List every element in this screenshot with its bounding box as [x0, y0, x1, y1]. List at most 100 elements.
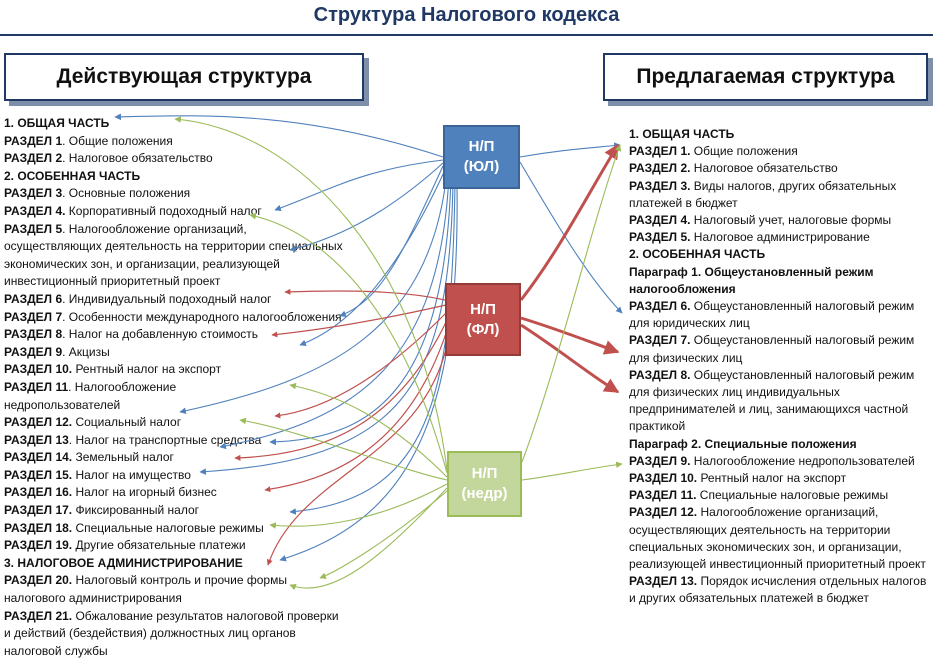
current-structure-line: 3. НАЛОГОВОЕ АДМИНИСТРИРОВАНИЕ: [4, 555, 354, 573]
current-structure-line-text: Корпоративный подоходный налог: [65, 203, 262, 218]
proposed-structure-line-bold: РАЗДЕЛ 6.: [629, 299, 691, 314]
proposed-structure-line: РАЗДЕЛ 3. Виды налогов, других обязатель…: [629, 178, 929, 195]
proposed-structure-line: налогообложения: [629, 281, 929, 298]
current-structure-line: РАЗДЕЛ 8. Налог на добавленную стоимость: [4, 326, 354, 344]
current-structure-line-bold: РАЗДЕЛ 17.: [4, 503, 73, 518]
current-structure-line: РАЗДЕЛ 2. Налоговое обязательство: [4, 150, 354, 168]
proposed-structure-line: РАЗДЕЛ 1. Общие положения: [629, 143, 929, 160]
current-structure-line-bold: 1. ОБЩАЯ ЧАСТЬ: [4, 116, 110, 130]
proposed-structure-line-bold: РАЗДЕЛ 1.: [629, 144, 691, 159]
proposed-structure-line-text: Специальные налоговые режимы: [696, 488, 889, 503]
current-structure-line-bold: РАЗДЕЛ 19.: [4, 538, 73, 553]
node-yl-line2: (ЮЛ): [463, 158, 500, 175]
proposed-structure-line-text: для физических лиц индивидуальных: [629, 385, 840, 400]
yl-connectors: [114, 113, 623, 562]
proposed-structure-line-text: и других обязательных платежей в бюджет: [629, 591, 869, 606]
proposed-structure-line-bold: РАЗДЕЛ 13.: [629, 574, 698, 589]
proposed-structure-line-bold: РАЗДЕЛ 12.: [629, 505, 698, 520]
proposed-structure-line: предпринимателей и лиц, занимающихся час…: [629, 401, 929, 418]
current-structure-line-bold: РАЗДЕЛ 1: [4, 133, 63, 148]
current-structure-line-bold: РАЗДЕЛ 3: [4, 186, 63, 201]
current-structure-line: РАЗДЕЛ 10. Рентный налог на экспорт: [4, 361, 354, 379]
proposed-structure-line: РАЗДЕЛ 6. Общеустановленный налоговый ре…: [629, 298, 929, 315]
proposed-structure-line: для юридических лиц: [629, 315, 929, 332]
current-structure-line-text: . Особенности международного налогооблож…: [62, 309, 342, 324]
proposed-structure-line: для физических лиц: [629, 350, 929, 367]
proposed-structure-line-bold: Параграф 1. Общеустановленный режим: [629, 264, 874, 279]
proposed-structure-line-bold: РАЗДЕЛ 5.: [629, 230, 691, 245]
current-structure-line-bold: РАЗДЕЛ 21.: [4, 608, 73, 623]
node-ndr-line2: (недр): [461, 485, 508, 502]
current-structure-line-bold: РАЗДЕЛ 2: [4, 151, 63, 166]
proposed-structure-line-text: практикой: [629, 419, 686, 434]
current-structure-line-bold: РАЗДЕЛ 13: [4, 432, 69, 447]
ndr-connectors: [174, 116, 623, 591]
proposed-structure-line: 1. ОБЩАЯ ЧАСТЬ: [629, 126, 929, 143]
current-structure-line: РАЗДЕЛ 20. Налоговый контроль и прочие ф…: [4, 572, 354, 590]
current-structure-line-text: Другие обязательные платежи: [72, 538, 246, 553]
proposed-structure-line-bold: РАЗДЕЛ 2.: [629, 161, 691, 176]
current-structure-line-text: . Налогообложение организаций,: [62, 221, 247, 236]
proposed-structure-line: РАЗДЕЛ 8. Общеустановленный налоговый ре…: [629, 367, 929, 384]
current-structure-line-text: экономических зон, и организации, реализ…: [4, 256, 280, 271]
proposed-structure-line-text: Налоговое обязательство: [690, 161, 838, 176]
current-structure-line: РАЗДЕЛ 13. Налог на транспортные средств…: [4, 432, 354, 450]
proposed-structure-line-text: Общеустановленный налоговый режим: [690, 333, 915, 348]
current-structure-line-text: Налог на имущество: [72, 467, 191, 482]
current-structure-line-text: . Налогообложение: [68, 379, 177, 394]
node-fl-line1: Н/П: [470, 300, 496, 318]
current-structure-line-text: . Общие положения: [62, 133, 173, 148]
proposed-structure-line: РАЗДЕЛ 9. Налогообложение недропользоват…: [629, 453, 929, 470]
current-structure-line: РАЗДЕЛ 6. Индивидуальный подоходный нало…: [4, 291, 354, 309]
current-structure-line: РАЗДЕЛ 16. Налог на игорный бизнес: [4, 484, 354, 502]
proposed-structure-line: РАЗДЕЛ 7. Общеустановленный налоговый ре…: [629, 332, 929, 349]
current-structure-line-bold: РАЗДЕЛ 14.: [4, 450, 73, 465]
proposed-structure-line: осуществляющих деятельность на территори…: [629, 522, 929, 539]
current-structure-line: осуществляющих деятельность на территори…: [4, 238, 354, 256]
current-structure-line: РАЗДЕЛ 15. Налог на имущество: [4, 467, 354, 485]
current-structure-line: недропользователей: [4, 397, 354, 415]
current-structure-line-bold: РАЗДЕЛ 5: [4, 221, 63, 236]
current-structure-line-bold: РАЗДЕЛ 20.: [4, 573, 73, 588]
current-structure-line: РАЗДЕЛ 5. Налогообложение организаций,: [4, 221, 354, 239]
proposed-structure-line-bold: РАЗДЕЛ 9.: [629, 453, 691, 468]
proposed-structure-line-bold: РАЗДЕЛ 7.: [629, 333, 691, 348]
current-structure-line-bold: РАЗДЕЛ 9: [4, 344, 63, 359]
node-np-fl: Н/П (ФЛ): [445, 283, 521, 356]
current-structure-line: РАЗДЕЛ 17. Фиксированный налог: [4, 502, 354, 520]
proposed-structure-line-text: Налогообложение недропользователей: [690, 453, 915, 468]
proposed-structure-line-text: Общеустановленный налоговый режим: [690, 299, 915, 314]
current-structure-line-bold: РАЗДЕЛ 15.: [4, 467, 73, 482]
proposed-structure-line: реализующей инвестиционный приоритетный …: [629, 556, 929, 573]
current-structure-line-text: . Индивидуальный подоходный налог: [62, 291, 272, 306]
current-structure-line: налогового администрирования: [4, 590, 354, 608]
current-structure-line-bold: РАЗДЕЛ 7: [4, 309, 63, 324]
current-structure-line-bold: РАЗДЕЛ 8: [4, 327, 63, 342]
page-title: Структура Налогового кодекса: [313, 4, 620, 26]
current-structure-header: Действующая структура: [4, 53, 364, 101]
proposed-structure-line: Параграф 1. Общеустановленный режим: [629, 264, 929, 281]
node-fl-line2: (ФЛ): [466, 320, 500, 338]
proposed-structure-line-text: для физических лиц: [629, 350, 743, 365]
title-divider: [0, 34, 933, 36]
proposed-structure-line: РАЗДЕЛ 13. Порядок исчисления отдельных …: [629, 573, 929, 590]
current-structure-line: РАЗДЕЛ 21. Обжалование результатов налог…: [4, 608, 354, 626]
current-structure-line-text: Налоговый контроль и прочие формы: [72, 573, 287, 588]
current-structure-line: экономических зон, и организации, реализ…: [4, 256, 354, 274]
proposed-structure-line: Параграф 2. Специальные положения: [629, 436, 929, 453]
node-ndr-line1: Н/П: [471, 465, 498, 482]
proposed-structure-line-text: Налоговое администрирование: [690, 230, 870, 245]
proposed-structure-line-bold: РАЗДЕЛ 3.: [629, 178, 691, 193]
proposed-structure-line-text: Налоговый учет, налоговые формы: [690, 213, 892, 228]
node-np-yl: Н/П (ЮЛ): [443, 125, 520, 189]
proposed-structure-line: РАЗДЕЛ 4. Налоговый учет, налоговые форм…: [629, 212, 929, 229]
proposed-structure-line-text: Налогообложение организаций,: [697, 505, 879, 520]
current-structure-line-text: налогового администрирования: [4, 591, 182, 606]
current-structure-line: 2. ОСОБЕННАЯ ЧАСТЬ: [4, 168, 354, 186]
proposed-structure-line-bold: РАЗДЕЛ 11.: [629, 488, 697, 503]
current-structure-line: РАЗДЕЛ 3. Основные положения: [4, 185, 354, 203]
proposed-structure-line-text: платежей в бюджет: [629, 195, 738, 210]
current-structure-line-text: Социальный налог: [72, 415, 182, 430]
